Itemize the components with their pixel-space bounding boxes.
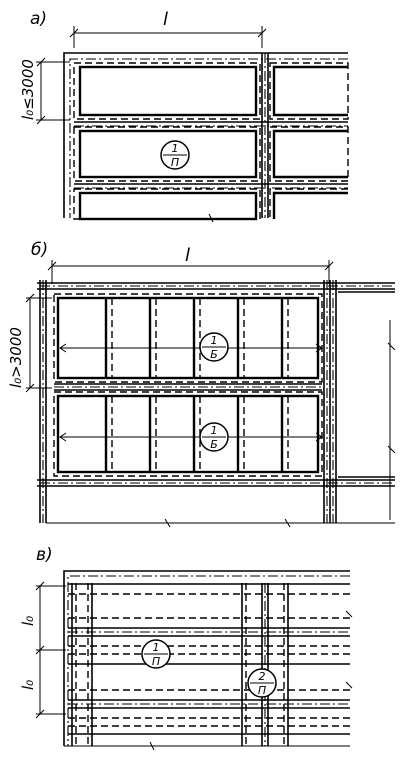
- panel-b-label: б): [31, 240, 48, 260]
- panel-b-slab-mark-1: 1 Б: [199, 332, 229, 362]
- panel-a-mark-num: 1: [172, 142, 179, 155]
- panel-a-slabs: [73, 62, 349, 223]
- panel-b-frame: [37, 280, 396, 528]
- panel-a-frame: [63, 52, 348, 218]
- panel-c-frame: [63, 570, 353, 751]
- panel-b-span-label: l: [185, 245, 190, 266]
- panel-c-height-label-1: l₀: [19, 616, 37, 626]
- panel-a-label: а): [30, 9, 47, 29]
- panel-c-slab-mark-2: 2 П: [247, 668, 277, 698]
- panel-b: б) l l₀>3000: [7, 240, 396, 528]
- panel-b-height-dimension: [25, 293, 52, 393]
- panel-b-span-dimension: [47, 260, 334, 284]
- panel-a: а) l l₀≤3000: [19, 9, 349, 223]
- panel-c-mark-2-den: П: [258, 684, 266, 697]
- panel-a-height-label: l₀≤3000: [19, 59, 37, 120]
- panel-c-height-dimensions: [35, 581, 66, 719]
- panel-a-mark-den: П: [171, 156, 179, 169]
- panel-b-slabs: [53, 293, 323, 477]
- panel-b-mark-2-den: Б: [210, 438, 218, 451]
- panel-a-height-dimension: [36, 57, 70, 125]
- panel-c-label: в): [36, 545, 53, 565]
- panel-c-slab-mark-1: 1 П: [141, 639, 171, 669]
- panel-b-height-label: l₀>3000: [7, 327, 25, 388]
- panel-c-height-label-2: l₀: [19, 680, 37, 690]
- panel-a-span-label: l: [163, 9, 168, 30]
- panel-a-slab-mark: 1 П: [160, 140, 190, 170]
- panel-b-mark-1-num: 1: [211, 334, 218, 347]
- panel-c-mark-1-num: 1: [153, 641, 160, 654]
- panel-c: в) l₀ l₀: [19, 545, 353, 751]
- panel-c-mark-1-den: П: [152, 655, 160, 668]
- panel-b-mark-1-den: Б: [210, 348, 218, 361]
- panel-b-mark-2-num: 1: [211, 424, 218, 437]
- panel-c-mark-2-num: 2: [259, 670, 266, 683]
- panel-b-slab-mark-2: 1 Б: [199, 422, 229, 452]
- panel-a-span-dimension: [69, 26, 267, 48]
